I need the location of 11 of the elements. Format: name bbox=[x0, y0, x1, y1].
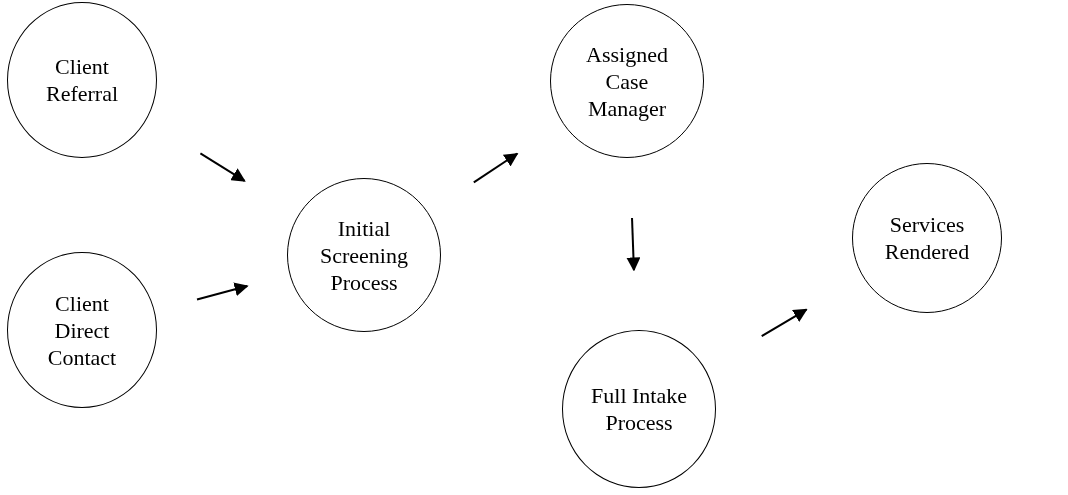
node-label: Services Rendered bbox=[883, 211, 971, 265]
arrow bbox=[760, 308, 808, 338]
arrow bbox=[199, 152, 246, 182]
node-label: Full Intake Process bbox=[590, 382, 688, 436]
arrow bbox=[626, 217, 641, 272]
node-label: Assigned Case Manager bbox=[585, 40, 669, 122]
node-label: Initial Screening Process bbox=[319, 214, 409, 296]
arrow bbox=[196, 282, 249, 301]
arrow bbox=[472, 152, 519, 184]
node-label: Client Referral bbox=[44, 53, 120, 107]
node-label: Client Direct Contact bbox=[46, 289, 118, 371]
